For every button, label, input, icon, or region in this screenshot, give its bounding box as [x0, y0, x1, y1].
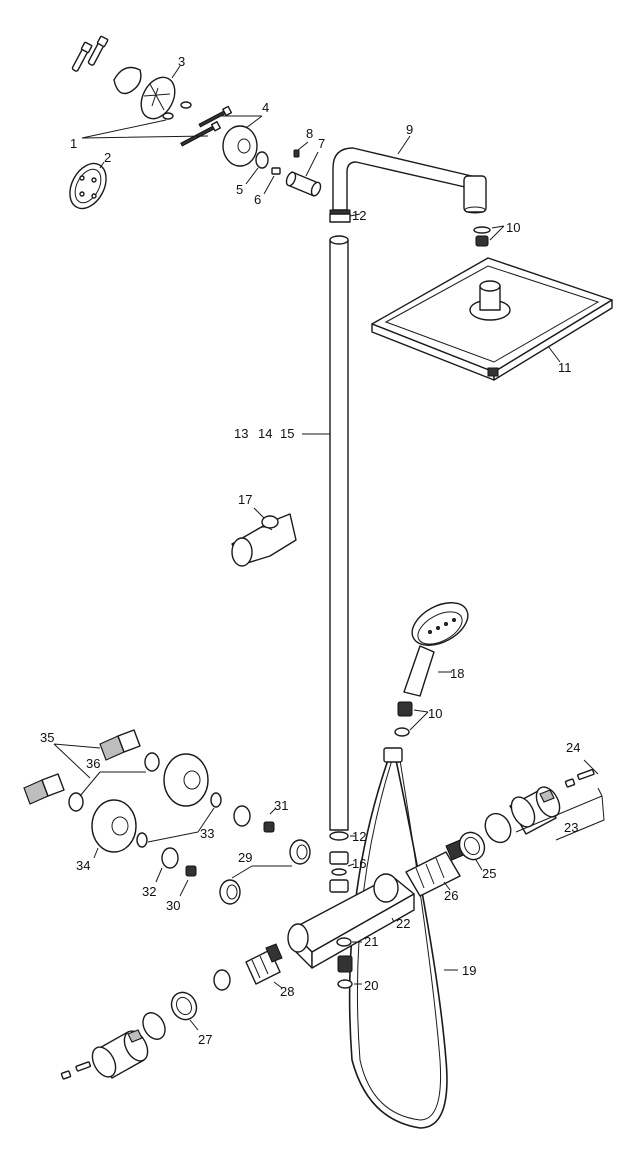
part-20-outlet-nipple	[337, 955, 353, 989]
part-7-connector-sleeve	[285, 171, 322, 197]
part-1-anchors-and-screws	[71, 35, 221, 147]
part-27-flow-handle	[60, 991, 198, 1080]
callout-4: 4	[262, 100, 269, 115]
callout-2: 2	[104, 150, 111, 165]
part-13-14-15-riser-rail	[329, 235, 349, 831]
callout-9: 9	[406, 122, 413, 137]
part-35-s-union-connectors	[23, 729, 141, 805]
part-4-wall-rosette	[198, 105, 269, 169]
callout-20: 20	[364, 978, 378, 993]
part-10-washer-nipple-lower	[394, 701, 413, 737]
callout-36: 36	[86, 756, 100, 771]
callout-12b: 12	[352, 829, 366, 844]
callout-22: 22	[396, 916, 410, 931]
callout-27: 27	[198, 1032, 212, 1047]
part-16-adapter	[329, 851, 349, 893]
callout-34: 34	[76, 858, 90, 873]
callout-12a: 12	[352, 208, 366, 223]
part-17-shower-holder	[231, 513, 297, 567]
part-29-union-nuts	[219, 839, 311, 905]
part-11-overhead-shower	[371, 257, 613, 381]
callout-32: 32	[142, 884, 156, 899]
callout-5: 5	[236, 182, 243, 197]
part-10-washer-nipple-upper	[473, 226, 491, 247]
part-32-check-valve	[161, 847, 179, 869]
part-12-seal-lower	[329, 831, 349, 841]
callout-18: 18	[450, 666, 464, 681]
part-23-thermostat-handle	[484, 786, 561, 844]
part-24-handle-screw	[564, 769, 595, 788]
callout-13: 13	[234, 426, 248, 441]
part-36-seals	[68, 752, 160, 812]
part-34-rosettes	[91, 753, 209, 853]
part-26-thermostat-cartridge	[405, 839, 467, 897]
part-28-flow-cartridge	[213, 943, 283, 991]
part-31-check-valve	[233, 805, 275, 833]
callout-6: 6	[254, 192, 261, 207]
callout-28: 28	[280, 984, 294, 999]
part-6-grub-screw	[271, 167, 281, 175]
callout-15: 15	[280, 426, 294, 441]
callout-17: 17	[238, 492, 252, 507]
part-22-thermostat-body	[287, 873, 415, 969]
part-30-filter	[185, 865, 197, 877]
part-12-seal-upper	[329, 209, 351, 223]
callout-25: 25	[482, 866, 496, 881]
callout-19: 19	[462, 963, 476, 978]
callout-10b: 10	[428, 706, 442, 721]
callout-14: 14	[258, 426, 272, 441]
callout-11: 11	[558, 360, 572, 375]
callout-29: 29	[238, 850, 252, 865]
callout-35: 35	[40, 730, 54, 745]
part-33-washers	[136, 792, 222, 848]
part-3-wall-bracket	[113, 66, 176, 120]
callout-1: 1	[70, 136, 77, 151]
callout-33: 33	[200, 826, 214, 841]
callout-26: 26	[444, 888, 458, 903]
callout-31: 31	[274, 798, 288, 813]
callout-10a: 10	[506, 220, 520, 235]
part-21-seal	[336, 937, 352, 947]
callout-23: 23	[564, 820, 578, 835]
part-25-stop-ring	[458, 831, 486, 861]
part-18-hand-shower	[403, 602, 469, 697]
part-8-grub-screw	[293, 149, 300, 158]
part-9-shower-arm	[332, 147, 487, 214]
callout-7: 7	[318, 136, 325, 151]
callout-24: 24	[566, 740, 580, 755]
part-2-cover-plate	[69, 162, 107, 210]
callout-21: 21	[364, 934, 378, 949]
callout-30: 30	[166, 898, 180, 913]
callout-3: 3	[178, 54, 185, 69]
callout-8: 8	[306, 126, 313, 141]
callout-16: 16	[352, 856, 366, 871]
